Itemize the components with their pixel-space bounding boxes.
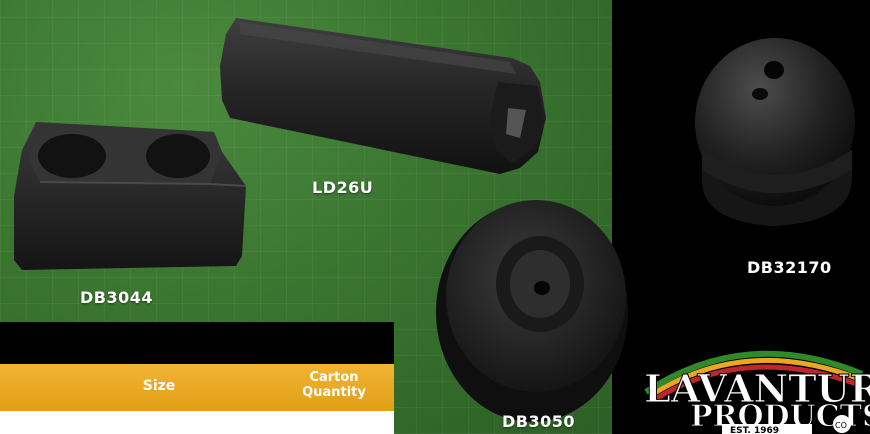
spec-table: Size Carton Quantity: [0, 322, 394, 434]
column-header-size: Size: [142, 378, 176, 394]
db3050-bumper-image: [436, 200, 628, 422]
column-header-carton-quantity: Carton Quantity: [282, 370, 386, 400]
product-label-db3050: DB3050: [502, 412, 576, 431]
logo-co: CO: [835, 421, 847, 430]
table-title-bar: [0, 322, 394, 364]
ld26u-bumper-image: [220, 18, 546, 174]
logo-brand-line1: LAVANTURE: [644, 366, 870, 411]
logo-est: EST. 1969: [730, 426, 779, 434]
table-row: [0, 411, 394, 434]
product-label-db32170: DB32170: [747, 258, 832, 277]
lavanture-products-logo: LAVANTURE PRODUCTS EST. 1969 CO: [644, 350, 870, 434]
column-header-carton-line2: Quantity: [302, 385, 366, 400]
column-header-carton-line1: Carton: [309, 370, 359, 385]
db32170-bumper-image: [695, 38, 855, 226]
table-header-row: Size Carton Quantity: [0, 364, 394, 411]
db3044-bumper-image: [14, 122, 247, 270]
product-label-ld26u: LD26U: [312, 178, 374, 197]
product-label-db3044: DB3044: [80, 288, 154, 307]
